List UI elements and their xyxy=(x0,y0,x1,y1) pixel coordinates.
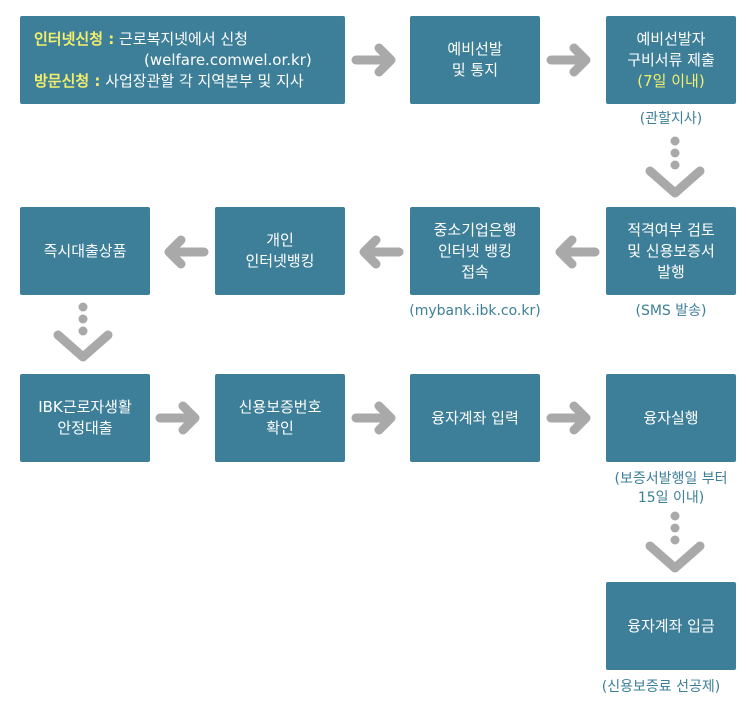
online-apply-line: 인터넷신청 : 근로복지넷에서 신청 xyxy=(34,29,248,50)
ibk-line1: IBK근로자생활 xyxy=(38,398,132,416)
arrow-right-icon xyxy=(155,401,200,435)
account-deposit-box: 융자계좌 입금 xyxy=(606,582,736,670)
preselect-line2: 및 통지 xyxy=(451,61,499,79)
banking-note: (mybank.ibk.co.kr) xyxy=(409,303,541,319)
account-input-line1: 융자계좌 입력 xyxy=(431,408,519,427)
submit-note: (관할지사) xyxy=(639,111,703,127)
banking-line2: 인터넷 뱅킹 xyxy=(438,241,512,260)
online-apply-label: 인터넷신청 : xyxy=(34,29,115,48)
personal-line2: 인터넷뱅킹 xyxy=(245,252,315,270)
deposit-line1: 융자계좌 입금 xyxy=(627,616,715,635)
instant-loan-box: 즉시대출상품 xyxy=(20,207,150,295)
execute-note-line1: (보증서발행일 부터 xyxy=(614,471,728,487)
personal-line1: 개인 xyxy=(266,231,294,249)
bank-connect-box: 중소기업은행 인터넷 뱅킹 접속 xyxy=(410,207,540,295)
arrow-left-icon xyxy=(164,235,209,269)
visit-apply-label: 방문신청 : xyxy=(34,71,101,90)
submit-line1: 예비선발자 xyxy=(636,29,706,48)
visit-apply-line: 방문신청 : 사업장관할 각 지역본부 및 지사 xyxy=(34,71,304,92)
chevron-down-icon xyxy=(645,166,705,198)
ibk-line2: 안정대출 xyxy=(57,419,113,437)
review-note: (SMS 발송) xyxy=(635,303,707,319)
guarantee-number-box: 신용보증번호 확인 xyxy=(215,374,345,462)
chevron-down-icon xyxy=(53,330,113,362)
instant-line1: 즉시대출상품 xyxy=(43,241,127,260)
execute-note-line2: 15일 이내) xyxy=(637,490,705,506)
preselect-line1: 예비선발 xyxy=(447,40,503,58)
submit-line3: (7일 이내) xyxy=(637,71,705,90)
arrow-right-icon xyxy=(546,43,591,77)
submit-line2: 구비서류 제출 xyxy=(627,50,715,69)
online-apply-url: (welfare.comwel.or.kr) xyxy=(144,50,312,69)
deposit-note: (신용보증료 선공제) xyxy=(601,679,721,695)
review-line1: 적격여부 검토 xyxy=(627,220,715,239)
loan-execute-box: 융자실행 xyxy=(606,374,736,462)
ibk-loan-box: IBK근로자생활 안정대출 xyxy=(20,374,150,462)
guarantee-line2: 확인 xyxy=(266,419,294,437)
banking-line1: 중소기업은행 xyxy=(433,220,517,239)
visit-apply-text: 사업장관할 각 지역본부 및 지사 xyxy=(105,71,304,90)
arrow-right-icon xyxy=(351,401,396,435)
online-apply-text: 근로복지넷에서 신청 xyxy=(119,29,248,48)
arrow-left-icon xyxy=(555,235,600,269)
account-input-box: 융자계좌 입력 xyxy=(410,374,540,462)
dotted-connector xyxy=(670,511,680,545)
submit-docs-box: 예비선발자 구비서류 제출 (7일 이내) xyxy=(606,16,736,104)
arrow-right-icon xyxy=(351,43,396,77)
preselect-box: 예비선발 및 통지 xyxy=(410,16,540,104)
arrow-right-icon xyxy=(546,401,591,435)
banking-line3: 접속 xyxy=(461,262,489,281)
review-line2: 및 신용보증서 xyxy=(627,241,715,260)
review-line3: 발행 xyxy=(657,262,685,281)
execute-note: (보증서발행일 부터 15일 이내) xyxy=(586,470,746,508)
chevron-down-icon xyxy=(645,541,705,573)
dotted-connector xyxy=(670,136,680,170)
execute-line1: 융자실행 xyxy=(643,408,699,427)
arrow-left-icon xyxy=(359,235,404,269)
review-box: 적격여부 검토 및 신용보증서 발행 xyxy=(606,207,736,295)
apply-box: 인터넷신청 : 근로복지넷에서 신청 (welfare.comwel.or.kr… xyxy=(20,16,345,104)
guarantee-line1: 신용보증번호 xyxy=(238,398,322,416)
personal-banking-box: 개인 인터넷뱅킹 xyxy=(215,207,345,295)
dotted-connector xyxy=(78,302,88,336)
